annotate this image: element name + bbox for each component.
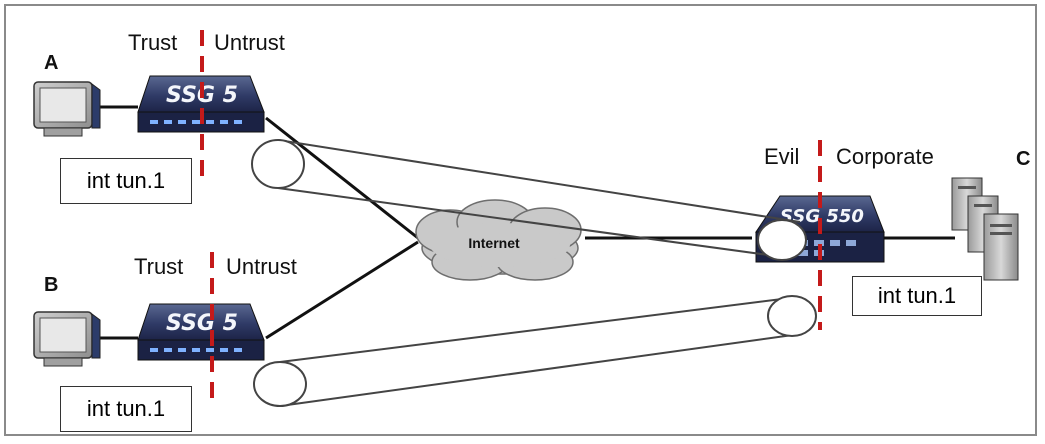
zone-dividers <box>200 30 822 398</box>
server-cluster-icon <box>951 177 1019 281</box>
host-a-interface-box: int tun.1 <box>60 158 192 204</box>
host-a-zone-trust: Trust <box>128 30 178 55</box>
internet-cloud <box>415 199 582 281</box>
link-ssg5b-to-internet <box>265 240 419 340</box>
workstation-b-icon <box>33 311 101 367</box>
ssg5-b-label: SSG 5 <box>166 311 238 336</box>
site-c-letter: C <box>1016 148 1031 170</box>
workstation-a-icon <box>33 81 101 137</box>
internet-label: Internet <box>468 235 520 251</box>
vpn-tunnel-a <box>251 139 807 261</box>
host-b-zone-trust: Trust <box>134 254 184 279</box>
host-a-zone-untrust: Untrust <box>214 30 285 55</box>
ssg5-device-b: SSG 5 <box>137 303 265 361</box>
host-b-zone-untrust: Untrust <box>226 254 297 279</box>
network-links <box>98 105 955 340</box>
host-b-interface-box: int tun.1 <box>60 386 192 432</box>
link-ssg5a-to-internet <box>265 116 419 240</box>
site-c-interface-box: int tun.1 <box>852 276 982 316</box>
diagram-frame <box>4 4 1037 436</box>
vpn-tunnel-b <box>253 295 817 407</box>
ssg550-label: SSG 550 <box>780 206 864 227</box>
host-b-letter: B <box>44 274 59 296</box>
host-a-letter: A <box>44 52 59 74</box>
site-c-zone-corporate: Corporate <box>836 144 934 169</box>
site-c-zone-evil: Evil <box>764 144 800 169</box>
